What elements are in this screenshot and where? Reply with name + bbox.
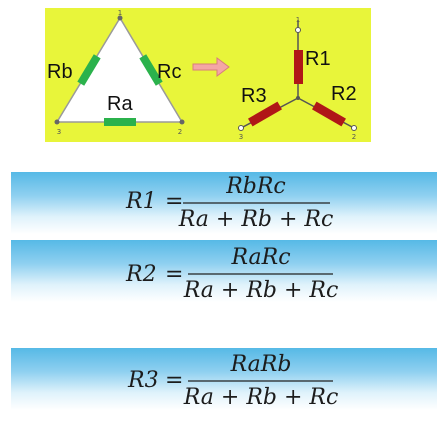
delta-resistor-ra bbox=[104, 118, 136, 126]
delta-node-left bbox=[54, 119, 60, 125]
delta-resistor-rb bbox=[77, 54, 101, 86]
delta-node-right bbox=[179, 119, 185, 125]
formula-band-2 bbox=[11, 240, 437, 302]
star-resistor-r2 bbox=[312, 101, 346, 127]
star-label-r1: R1 bbox=[305, 48, 331, 70]
delta-node-left-label: 3 bbox=[57, 128, 61, 136]
star-center-node bbox=[296, 96, 300, 100]
star-resistor-r1 bbox=[294, 50, 303, 84]
star-node-right bbox=[351, 125, 357, 131]
formula-band-1 bbox=[11, 172, 437, 234]
star-label-r2: R2 bbox=[331, 83, 357, 105]
delta-resistor-rc bbox=[139, 54, 163, 86]
delta-star-diagram: 1 3 2 Rb Rc Ra 1 3 2 R1 R3 R2 bbox=[45, 8, 371, 142]
star-node-top bbox=[295, 27, 301, 33]
star-node-left-label: 3 bbox=[239, 133, 243, 141]
transform-arrow-icon bbox=[192, 57, 230, 77]
delta-node-top bbox=[117, 15, 123, 21]
delta-network: 1 3 2 Rb Rc Ra bbox=[47, 9, 185, 136]
star-node-top-label: 1 bbox=[296, 16, 300, 24]
formula-band-3 bbox=[11, 348, 437, 410]
delta-label-rb: Rb bbox=[47, 61, 73, 83]
star-node-right-label: 2 bbox=[352, 133, 356, 141]
delta-node-right-label: 2 bbox=[178, 128, 182, 136]
delta-label-ra: Ra bbox=[107, 93, 133, 115]
delta-label-rc: Rc bbox=[157, 61, 181, 83]
delta-node-top-label: 1 bbox=[118, 9, 122, 17]
star-resistor-r3 bbox=[248, 101, 282, 127]
star-node-left bbox=[238, 125, 244, 131]
star-label-r3: R3 bbox=[241, 85, 267, 107]
star-network: 1 3 2 R1 R3 R2 bbox=[238, 16, 357, 141]
